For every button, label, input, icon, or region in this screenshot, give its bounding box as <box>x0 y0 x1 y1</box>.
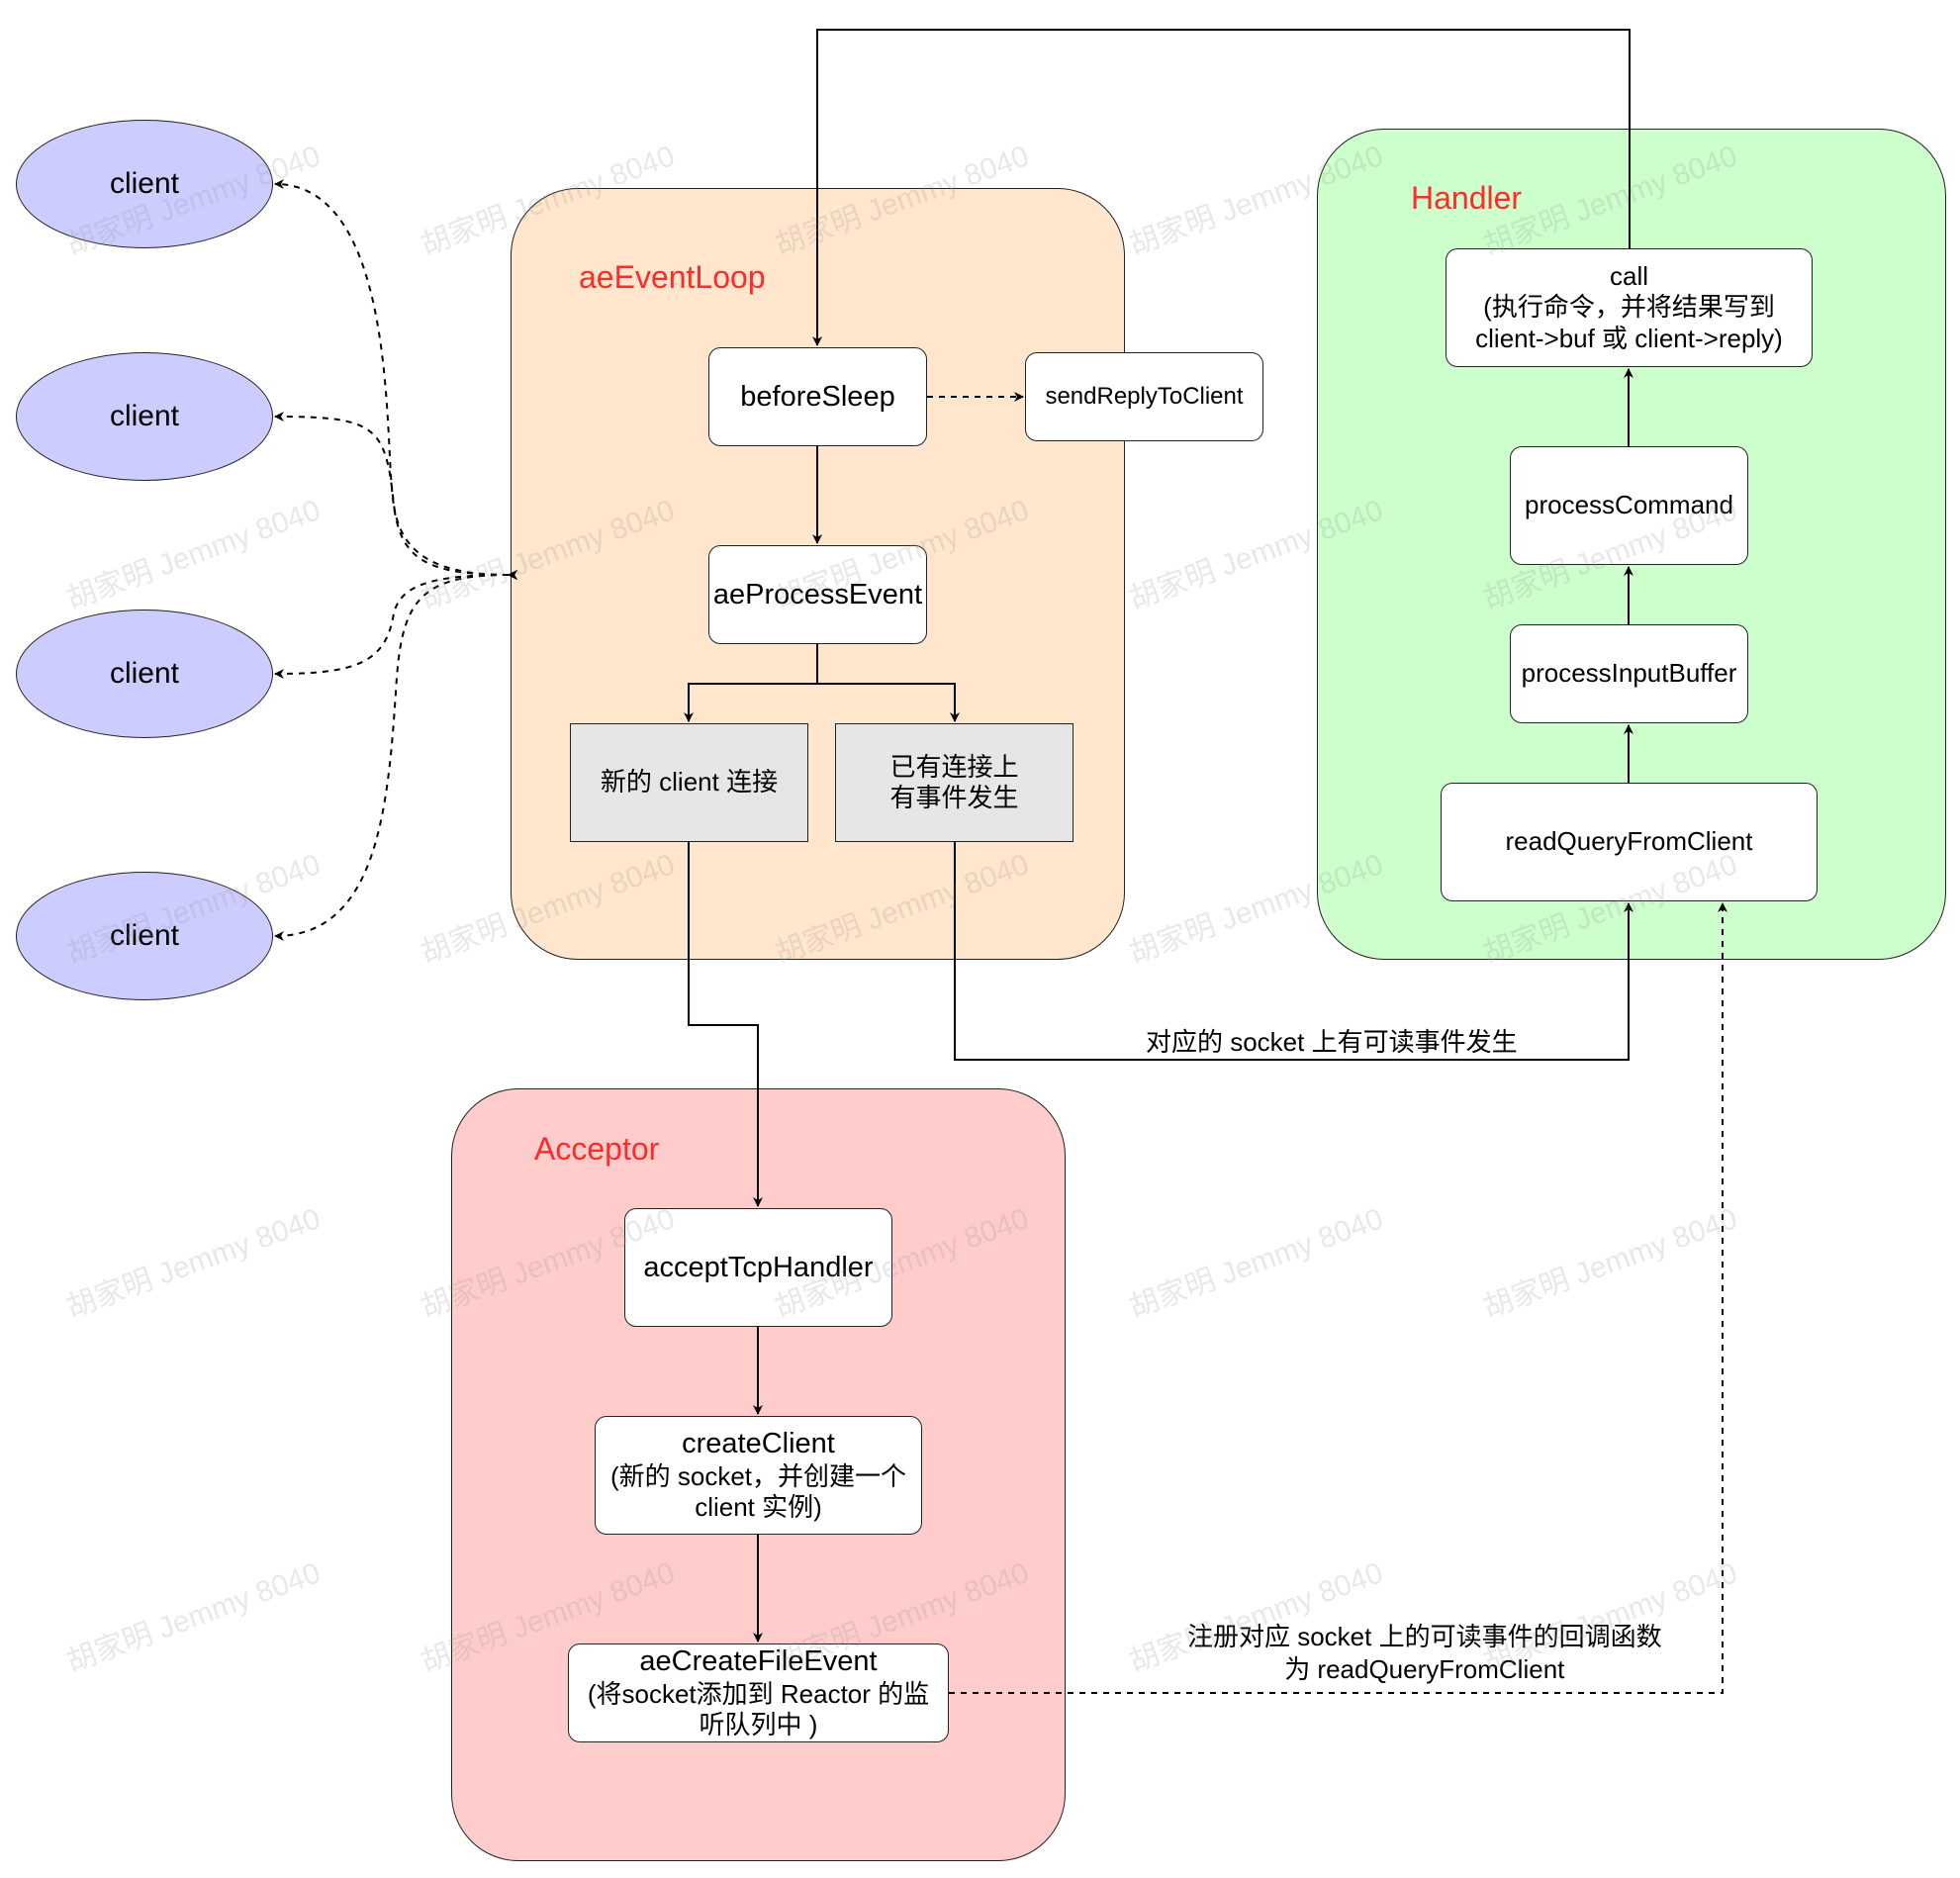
call-line-3: client->buf 或 client->reply) <box>1475 323 1783 353</box>
send-reply-node: sendReplyToClient <box>1025 352 1263 441</box>
handler-title: Handler <box>1411 180 1523 216</box>
acceptor-title: Acceptor <box>534 1131 660 1167</box>
client-ellipse-1: client <box>16 120 273 248</box>
client-ellipse-3: client <box>16 610 273 738</box>
ae-create-file-event-line-1: aeCreateFileEvent <box>639 1645 878 1678</box>
create-client-node: createClient (新的 socket，并创建一个 client 实例) <box>595 1416 922 1535</box>
call-line-1: call <box>1609 261 1648 292</box>
watermark: 胡家明 Jemmy 8040 <box>1479 1202 1742 1325</box>
create-client-line-3: client 实例) <box>695 1492 822 1523</box>
watermark: 胡家明 Jemmy 8040 <box>62 1202 326 1325</box>
read-query-node: readQueryFromClient <box>1441 783 1818 901</box>
watermark: 胡家明 Jemmy 8040 <box>62 1556 326 1679</box>
edge-client-3-to-loop <box>274 569 518 679</box>
register-callback-line-2: 为 readQueryFromClient <box>1284 1653 1565 1684</box>
process-command-node: processCommand <box>1510 446 1748 565</box>
existing-event-line-2: 有事件发生 <box>889 783 1019 812</box>
create-client-line-2: (新的 socket，并创建一个 <box>609 1461 907 1492</box>
readable-event-label: 对应的 socket 上有可读事件发生 <box>1146 1027 1518 1057</box>
before-sleep-node: beforeSleep <box>708 347 927 446</box>
ae-create-file-event-line-2: (将socket添加到 Reactor 的监 <box>587 1679 930 1710</box>
process-input-buffer-node: processInputBuffer <box>1510 624 1748 723</box>
call-node: call (执行命令，并将结果写到 client->buf 或 client->… <box>1446 248 1813 367</box>
existing-event-node: 已有连接上 有事件发生 <box>835 723 1073 842</box>
existing-event-line-1: 已有连接上 <box>889 751 1019 782</box>
client-ellipse-2: client <box>16 352 273 481</box>
watermark: 胡家明 Jemmy 8040 <box>1125 1202 1388 1325</box>
create-client-line-1: createClient <box>682 1428 835 1460</box>
ae-process-event-node: aeProcessEvent <box>708 545 927 644</box>
call-line-2: (执行命令，并将结果写到 <box>1483 292 1775 323</box>
ae-create-file-event-node: aeCreateFileEvent (将socket添加到 Reactor 的监… <box>568 1643 949 1742</box>
ae-create-file-event-line-3: 听队列中 ) <box>699 1710 818 1740</box>
register-callback-line-1: 注册对应 socket 上的可读事件的回调函数 <box>1187 1622 1662 1651</box>
edge-client-4-to-loop <box>274 569 518 941</box>
watermark: 胡家明 Jemmy 8040 <box>62 494 326 616</box>
new-client-node: 新的 client 连接 <box>570 723 808 842</box>
accept-tcp-handler-node: acceptTcpHandler <box>624 1208 892 1327</box>
edge-client-1-to-loop <box>274 179 518 581</box>
edge-client-2-to-loop <box>274 412 518 581</box>
client-ellipse-4: client <box>16 872 273 1000</box>
event-loop-title: aeEventLoop <box>579 259 766 295</box>
register-callback-label: 注册对应 socket 上的可读事件的回调函数 为 readQueryFromC… <box>1187 1621 1662 1685</box>
